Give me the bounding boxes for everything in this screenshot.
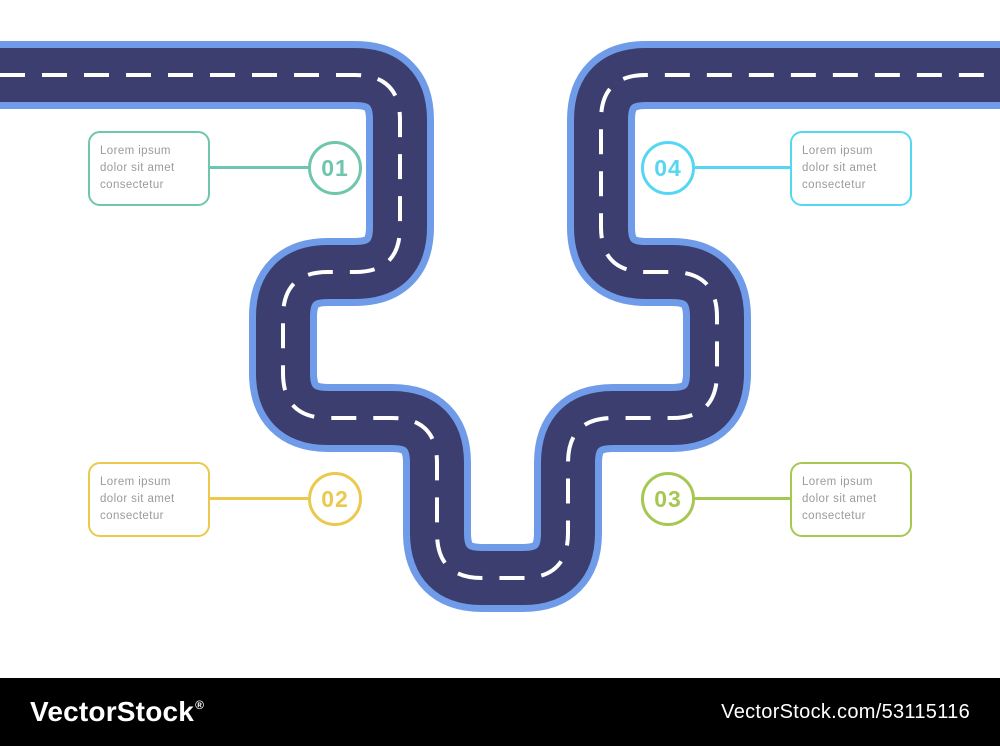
connector-line — [692, 497, 794, 500]
image-id-text: VectorStock.com/53115116 — [721, 700, 970, 723]
step-number-badge: 03 — [641, 472, 695, 526]
brand-logo: VectorStock® — [30, 696, 204, 728]
step-number-badge: 01 — [308, 141, 362, 195]
step-number-badge: 04 — [641, 141, 695, 195]
step-text: Lorem ipsum dolor sit amet consectetur — [802, 144, 877, 192]
connector-line — [206, 166, 312, 169]
step-text: Lorem ipsum dolor sit amet consectetur — [100, 144, 175, 192]
step-text: Lorem ipsum dolor sit amet consectetur — [100, 475, 175, 523]
step-number: 04 — [654, 154, 682, 181]
connector-line — [206, 497, 312, 500]
step-card: Lorem ipsum dolor sit amet consectetur — [88, 131, 210, 206]
winding-road-graphic — [0, 41, 1000, 612]
registered-mark: ® — [195, 698, 205, 712]
brand-name: VectorStock — [30, 696, 195, 727]
step-number: 03 — [654, 485, 682, 512]
step-text: Lorem ipsum dolor sit amet consectetur — [802, 475, 877, 523]
step-card: Lorem ipsum dolor sit amet consectetur — [790, 131, 912, 206]
watermark-bar: VectorStock® VectorStock.com/53115116 — [0, 678, 1000, 746]
step-number: 01 — [321, 154, 349, 181]
step-number: 02 — [321, 485, 349, 512]
step-number-badge: 02 — [308, 472, 362, 526]
road-center-dashed-line — [0, 73, 1000, 580]
step-card: Lorem ipsum dolor sit amet consectetur — [790, 462, 912, 537]
connector-line — [692, 166, 794, 169]
step-card: Lorem ipsum dolor sit amet consectetur — [88, 462, 210, 537]
